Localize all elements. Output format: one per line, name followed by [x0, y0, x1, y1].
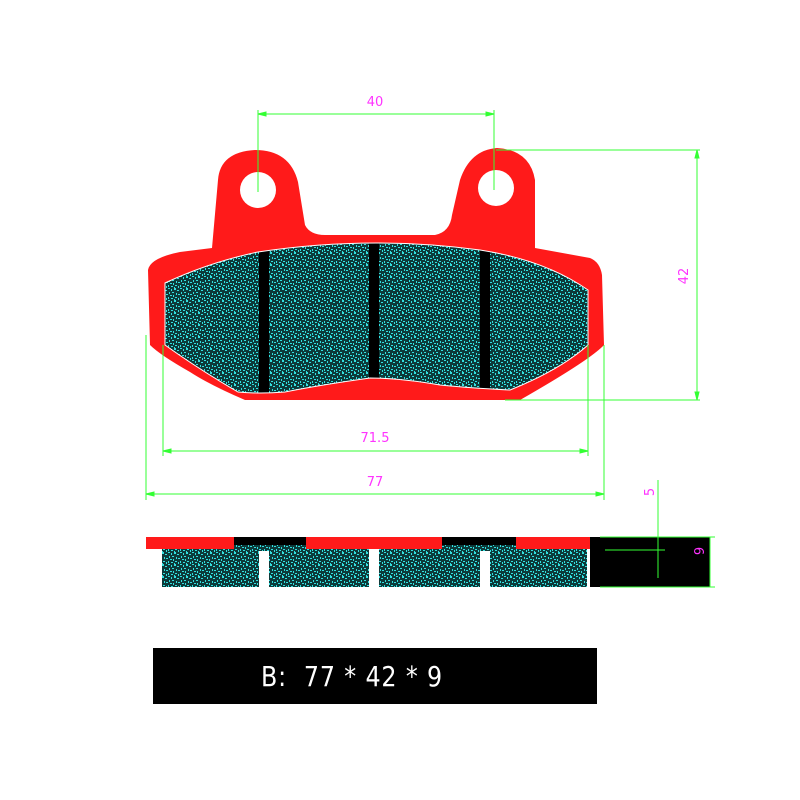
dimension-lines [145, 110, 700, 500]
dim-height: 42 [677, 268, 692, 285]
side-friction-block-3 [379, 549, 480, 587]
side-friction-block-2 [269, 549, 369, 587]
dim-total-thickness: 9 [693, 547, 708, 555]
slot-left [259, 242, 269, 393]
caption-text: B: 77 * 42 * 9 [261, 659, 444, 693]
side-friction-block-4 [490, 549, 587, 587]
slot-right [480, 242, 490, 393]
pad-side-view [146, 537, 710, 587]
dim-plate-thickness: 5 [643, 488, 658, 496]
mounting-hole-right [478, 170, 514, 206]
side-dimension-lines [600, 480, 715, 588]
dim-friction-width: 71.5 [361, 431, 390, 446]
side-thickness-block [590, 537, 710, 587]
dim-hole-spacing: 40 [367, 95, 384, 110]
side-friction-block-1 [162, 549, 259, 587]
caption-box: B: 77 * 42 * 9 [153, 648, 597, 704]
dim-overall-width: 77 [367, 475, 384, 490]
friction-material [165, 242, 588, 393]
pad-top-view [148, 148, 604, 400]
slot-center [369, 242, 379, 393]
